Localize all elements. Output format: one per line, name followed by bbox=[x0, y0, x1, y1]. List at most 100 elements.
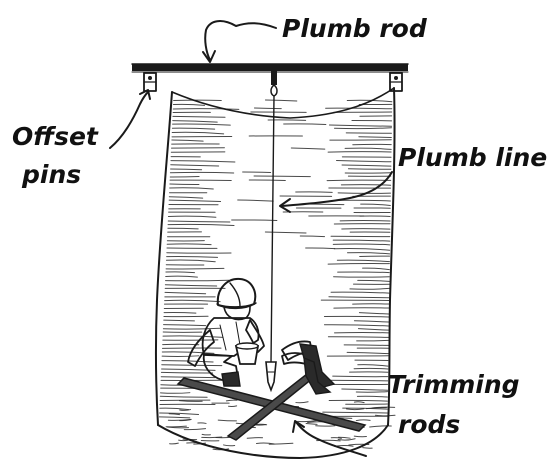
floor-hatch-stroke bbox=[354, 402, 364, 403]
offset-pin-right bbox=[390, 73, 402, 91]
wall-hatch-stroke bbox=[291, 148, 325, 149]
wall-hatch-stroke bbox=[342, 165, 391, 166]
offset-pins-label-line2: pins bbox=[21, 160, 81, 189]
wall-hatch-stroke bbox=[167, 244, 211, 245]
wall-hatch-stroke bbox=[172, 128, 214, 129]
wall-hatch-stroke bbox=[306, 248, 335, 249]
wall-hatch-stroke bbox=[300, 236, 324, 237]
trimming-rods-label-line1: Trimming bbox=[388, 370, 520, 399]
wall-hatch-stroke bbox=[354, 368, 388, 369]
wall-hatch-stroke bbox=[333, 240, 390, 241]
floor-hatch-stroke bbox=[198, 423, 206, 424]
wall-hatch-stroke bbox=[363, 268, 390, 270]
floor-hatch-stroke bbox=[226, 400, 237, 401]
wall-hatch-stroke bbox=[345, 148, 391, 149]
wall-hatch-stroke bbox=[334, 249, 389, 251]
wall-hatch-stroke bbox=[347, 253, 389, 254]
floor-hatch-stroke bbox=[170, 443, 179, 444]
wall-hatch-stroke bbox=[333, 376, 388, 377]
floor-hatch-stroke bbox=[363, 448, 372, 449]
wall-hatch-stroke bbox=[265, 232, 306, 233]
wall-hatch-stroke bbox=[326, 108, 392, 109]
plumb-line-hanger bbox=[271, 71, 277, 96]
wall-hatch-stroke bbox=[166, 272, 195, 273]
wall-hatch-stroke bbox=[356, 392, 387, 393]
wall-hatch-stroke bbox=[339, 200, 391, 201]
offset-pins-leader bbox=[110, 92, 148, 148]
trimming-rods-label-line2: rods bbox=[398, 410, 460, 439]
wall-hatch-stroke bbox=[342, 229, 390, 230]
wall-hatch-stroke bbox=[358, 365, 388, 366]
wall-hatch-stroke bbox=[284, 124, 326, 125]
wall-hatch-stroke bbox=[326, 380, 387, 381]
wall-hatch-stroke bbox=[163, 336, 223, 337]
wall-hatch-stroke bbox=[328, 337, 388, 338]
floor-hatch-stroke bbox=[356, 420, 370, 421]
wall-hatch-stroke bbox=[172, 140, 203, 141]
wall-hatch-stroke bbox=[160, 408, 189, 410]
worker-legs-right bbox=[282, 341, 334, 394]
wall-hatch-stroke bbox=[171, 165, 219, 166]
floor-hatch-stroke bbox=[247, 438, 262, 439]
floor-hatch-stroke bbox=[331, 438, 341, 439]
wall-hatch-stroke bbox=[165, 300, 220, 301]
floor-hatch-stroke bbox=[296, 402, 308, 403]
offset-pin-left bbox=[144, 73, 156, 91]
plumb-bob bbox=[266, 362, 276, 390]
floor-hatch-stroke bbox=[338, 439, 355, 440]
wall-hatch-stroke bbox=[342, 389, 388, 390]
wall-hatch-stroke bbox=[238, 200, 274, 201]
wall-hatch-stroke bbox=[333, 244, 389, 245]
wall-hatch-stroke bbox=[323, 412, 387, 413]
plumb-rod bbox=[132, 64, 408, 72]
wall-hatch-stroke bbox=[161, 372, 212, 373]
floor-hatch-stroke bbox=[179, 401, 202, 402]
floor-hatch-stroke bbox=[224, 445, 235, 446]
wall-hatch-stroke bbox=[341, 185, 390, 186]
wall-hatch-stroke bbox=[329, 400, 387, 401]
plumb-line-label: Plumb line bbox=[398, 143, 547, 172]
leader-lines bbox=[110, 21, 392, 456]
wall-hatch-stroke bbox=[170, 172, 233, 173]
labels: Plumb rod Offset pins Plumb line Trimmin… bbox=[12, 14, 547, 439]
wall-hatch-stroke bbox=[168, 228, 198, 229]
wall-hatch-stroke bbox=[254, 176, 310, 177]
wall-hatch-stroke bbox=[350, 288, 389, 289]
wall-hatch-stroke bbox=[173, 124, 231, 125]
floor-hatch-stroke bbox=[354, 436, 366, 437]
wall-hatch-stroke bbox=[329, 125, 391, 126]
wall-hatch-stroke bbox=[170, 188, 214, 189]
wall-hatch-stroke bbox=[167, 257, 218, 258]
wall-hatch-stroke bbox=[171, 169, 202, 170]
floor-hatch-stroke bbox=[229, 406, 237, 407]
wall-hatch-stroke bbox=[172, 132, 223, 134]
wall-hatch-stroke bbox=[169, 197, 202, 198]
offset-pins-label-line1: Offset bbox=[12, 122, 99, 151]
wall-hatch-stroke bbox=[168, 216, 215, 217]
wall-hatch-stroke bbox=[265, 100, 296, 101]
wall-hatch-stroke bbox=[340, 220, 390, 221]
wall-hatch-stroke bbox=[164, 312, 196, 313]
wall-hatch-stroke bbox=[347, 352, 388, 353]
plumb-line bbox=[266, 96, 276, 390]
wall-hatch-stroke bbox=[348, 169, 390, 170]
wall-hatch-stroke bbox=[359, 137, 391, 138]
wall-hatch-stroke bbox=[254, 108, 281, 109]
wall-hatch-stroke bbox=[354, 321, 388, 322]
floor-hatch-stroke bbox=[346, 409, 363, 410]
wall-hatch-stroke bbox=[162, 356, 199, 357]
floor-hatch-stroke bbox=[218, 420, 236, 421]
floor-hatch-stroke bbox=[169, 414, 179, 415]
wall-hatch-stroke bbox=[165, 285, 216, 286]
floor-hatch-stroke bbox=[375, 415, 395, 416]
wall-hatch-stroke bbox=[357, 396, 387, 397]
wall-hatch-stroke bbox=[358, 280, 389, 281]
wall-hatch-stroke bbox=[329, 297, 389, 298]
wall-hatch-stroke bbox=[324, 316, 388, 317]
wall-hatch-stroke bbox=[338, 272, 390, 273]
wall-hatch-stroke bbox=[161, 377, 215, 378]
wall-hatch-stroke bbox=[165, 292, 206, 293]
wall-hatch-stroke bbox=[361, 204, 391, 205]
wall-hatch-stroke bbox=[328, 264, 389, 265]
